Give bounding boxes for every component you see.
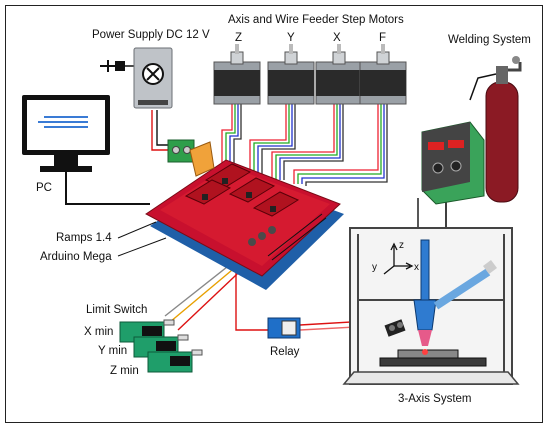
power-supply-label: Power Supply DC 12 V xyxy=(92,29,210,41)
motors-title-label: Axis and Wire Feeder Step Motors xyxy=(228,14,404,26)
stepper-drivers xyxy=(184,163,300,217)
power-supply xyxy=(100,47,173,109)
axis-y-label: y xyxy=(372,262,377,273)
pc-usb-cable xyxy=(65,170,150,205)
controller-board xyxy=(145,139,344,290)
stepper-motor-y xyxy=(267,44,315,105)
motor-x-wires xyxy=(271,104,344,180)
stepper-motor-z xyxy=(213,44,261,105)
power-plug-icon xyxy=(100,60,125,72)
y-min-label: Y min xyxy=(98,345,128,357)
axis-z-label: z xyxy=(399,240,404,251)
workpiece xyxy=(379,349,487,367)
motor-y-wires xyxy=(249,104,296,178)
limit-switch-label: Limit Switch xyxy=(86,304,148,316)
pc-label: PC xyxy=(36,182,52,194)
motor-y-label: Y xyxy=(287,32,295,44)
arduino-label: Arduino Mega xyxy=(40,251,112,263)
ramps-label: Ramps 1.4 xyxy=(56,232,112,244)
motor-z-label: Z xyxy=(235,32,243,44)
psu-cable-red xyxy=(151,110,172,151)
welding-torch xyxy=(384,239,497,346)
limit-switch-z-min xyxy=(147,349,203,373)
motor-z-wires xyxy=(221,104,242,176)
motor-f-label: F xyxy=(379,32,387,44)
relay-label: Relay xyxy=(270,346,300,358)
gas-cylinder xyxy=(469,56,522,203)
stepper-motors xyxy=(213,44,407,105)
axis-x-label: x xyxy=(414,262,419,273)
motor-x-label: X xyxy=(333,32,341,44)
relay-signal-wire xyxy=(235,262,268,331)
arduino-pointer-line xyxy=(117,237,167,257)
pc-monitor xyxy=(22,95,110,172)
ramps-pointer-line xyxy=(117,221,157,239)
relay-module xyxy=(267,317,301,339)
fuse xyxy=(189,141,215,177)
three-axis-system-label: 3-Axis System xyxy=(398,393,472,405)
stepper-motor-x xyxy=(315,44,363,105)
welding-machine xyxy=(421,121,485,205)
motor-f-wires xyxy=(293,104,388,186)
welding-system-label: Welding System xyxy=(448,34,531,46)
x-min-label: X min xyxy=(84,326,114,338)
stepper-motor-f xyxy=(359,44,407,105)
diagram-frame xyxy=(5,5,543,423)
psu-cable-black xyxy=(156,110,172,146)
z-min-label: Z min xyxy=(110,365,139,377)
axis-indicator-icon xyxy=(383,242,414,275)
limit-switches xyxy=(119,319,203,373)
welding-system xyxy=(421,56,522,205)
power-terminal xyxy=(167,139,195,163)
